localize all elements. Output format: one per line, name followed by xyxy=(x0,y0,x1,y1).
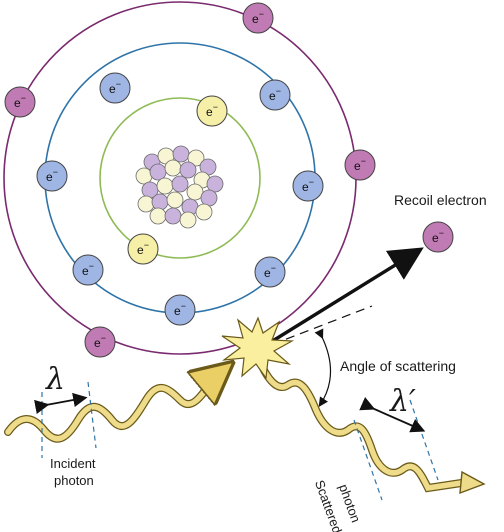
scattered-photon-arrowhead xyxy=(459,470,486,495)
electron-symbol: e− xyxy=(252,9,264,26)
electron-charge: − xyxy=(181,301,186,311)
inner-shell xyxy=(99,97,261,259)
electron-charge: − xyxy=(361,156,366,166)
electron-charge: − xyxy=(53,167,58,177)
middle-shell-electron-4: e− xyxy=(292,170,324,202)
middle-shell-electron-5: e− xyxy=(72,254,104,286)
incident-wavelength-dashed-right xyxy=(87,381,97,449)
inner-shell-electron-2: e− xyxy=(127,233,159,265)
angle-of-scattering-arc xyxy=(314,328,332,407)
electron-charge: − xyxy=(89,261,94,271)
incident-wavelength-symbol: λ xyxy=(46,362,66,397)
electron-symbol: e− xyxy=(174,301,186,318)
electron-symbol: e− xyxy=(269,86,281,103)
recoil-electron-label: Recoil electron xyxy=(394,192,487,208)
incident-photon-label-line1: Incident xyxy=(50,456,96,471)
electron-charge: − xyxy=(309,177,314,187)
middle-shell-electron-3: e− xyxy=(36,160,68,192)
electron-symbol: e− xyxy=(302,177,314,194)
electron-symbol: e− xyxy=(109,79,121,96)
outer-shell-electron-left: e− xyxy=(4,86,36,118)
electron-charge: − xyxy=(101,333,106,343)
electron-charge: − xyxy=(213,102,218,112)
electron-symbol: e− xyxy=(354,156,366,173)
electron-symbol: e− xyxy=(94,333,106,350)
incident-wavelength-arrow xyxy=(34,392,88,415)
electron-charge: − xyxy=(276,86,281,96)
scattered-photon-wave-fill xyxy=(257,359,471,492)
electron-symbol: e− xyxy=(14,93,26,110)
angle-of-scattering-label: Angle of scattering xyxy=(340,358,456,374)
electron-symbol: e− xyxy=(264,263,276,280)
electron-charge: − xyxy=(144,240,149,250)
scattered-wavelength-symbol: λ′ xyxy=(390,384,416,419)
inner-shell-electron-1: e− xyxy=(196,95,228,127)
electron-symbol: e− xyxy=(46,167,58,184)
middle-shell-electron-6: e− xyxy=(254,256,286,288)
incident-photon-label-line2: photon xyxy=(54,473,94,488)
outer-shell-electron-top: e− xyxy=(242,2,274,34)
middle-shell-electron-1: e− xyxy=(99,72,131,104)
electron-symbol: e− xyxy=(432,228,444,245)
incident-photon-wave-fill xyxy=(5,368,226,442)
electron-symbol: e− xyxy=(206,102,218,119)
outer-shell-electron-bottom: e− xyxy=(84,326,116,358)
middle-shell-electron-2: e− xyxy=(259,79,291,111)
scattered-wavelength-arrow xyxy=(359,397,426,433)
outer-shell-electron-right: e− xyxy=(344,149,376,181)
electron-symbol: e− xyxy=(82,261,94,278)
recoil-electron: e− xyxy=(422,221,454,253)
electron-charge: − xyxy=(439,228,444,238)
recoil-electron-arrow xyxy=(257,247,424,352)
nucleus xyxy=(135,145,224,229)
electron-symbol: e− xyxy=(137,240,149,257)
electron-charge: − xyxy=(21,93,26,103)
electron-charge: − xyxy=(116,79,121,89)
middle-shell-electron-7: e− xyxy=(164,294,196,326)
electron-charge: − xyxy=(271,263,276,273)
electron-charge: − xyxy=(259,9,264,19)
collision-starburst xyxy=(221,316,295,380)
